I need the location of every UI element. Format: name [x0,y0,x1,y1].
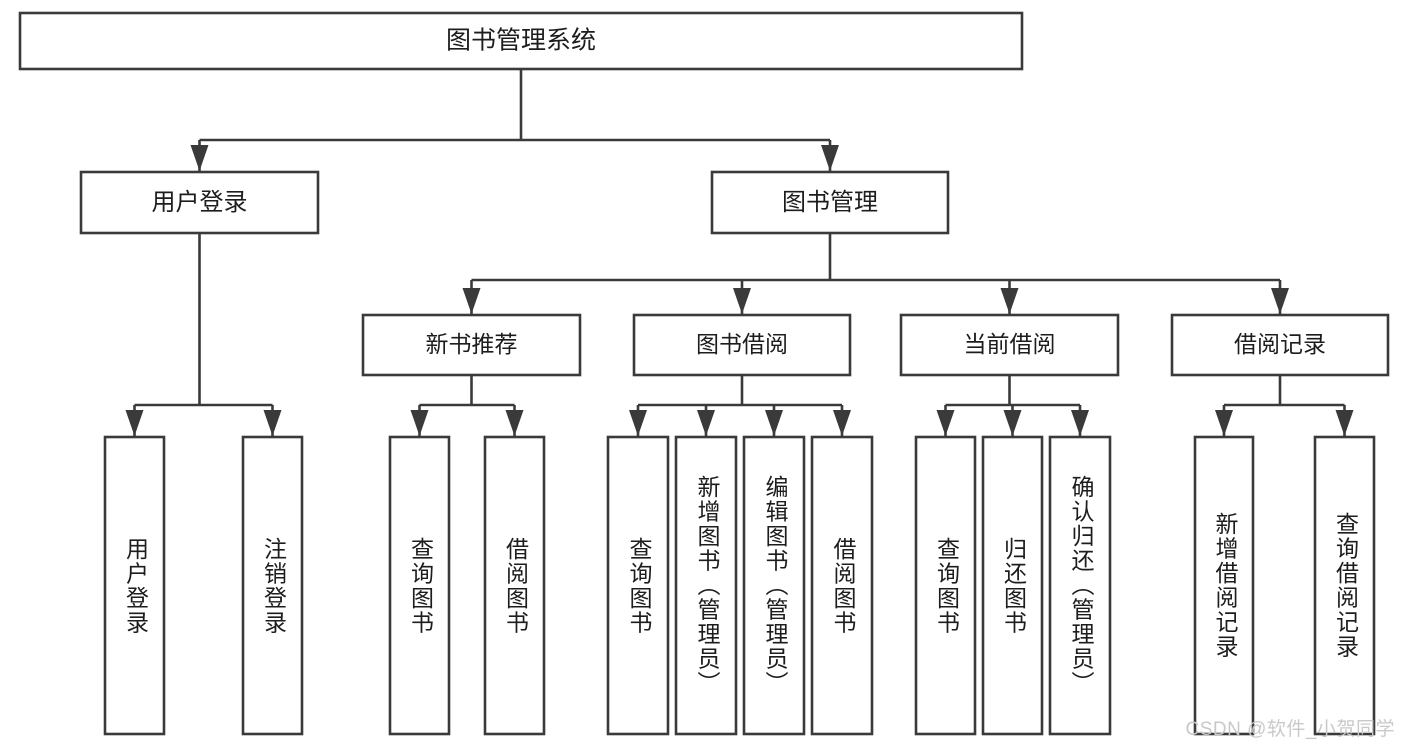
boxes-layer [18,11,1390,736]
level3-node-book-borrow[interactable] [632,313,852,377]
leaf-node-leaf-bb-add-book[interactable] [674,435,738,736]
leaf-node-leaf-bb-borrow-book[interactable] [810,435,874,736]
leaf-node-leaf-logout[interactable] [241,435,304,736]
level3-node-new-book-rec-label: 新书推荐 [426,331,518,357]
arrow-head-icon-borrow-record [1271,288,1289,314]
arrow-head-icon-leaf-cb-return-book [1003,410,1022,436]
leaf-node-leaf-rec-borrow-book[interactable] [483,435,546,736]
arrow-head-icon-new-book-rec [462,288,481,314]
arrow-head-icon-leaf-bb-query-book [629,410,647,436]
arrow-head-icon-leaf-bb-add-book [697,410,715,436]
level2-node-book-manage[interactable] [710,170,950,235]
level2-node-user-login[interactable] [79,170,320,235]
leaf-node-leaf-bb-edit-book[interactable] [742,435,806,736]
arrow-head-icon-current-borrow [1000,288,1019,314]
arrow-head-icon-leaf-logout [263,410,282,436]
leaf-node-leaf-bb-query-book[interactable] [606,435,670,736]
leaf-node-leaf-cb-confirm-return[interactable] [1048,435,1112,736]
level3-node-borrow-record[interactable] [1170,313,1390,377]
arrow-head-icon-leaf-cb-query-book [936,410,955,436]
arrow-head-icon-leaf-cb-confirm-return [1071,410,1089,436]
leaf-node-leaf-user-login[interactable] [103,435,166,736]
arrow-head-icon-book-manage [821,145,839,171]
arrow-head-icon-leaf-rec-query-book [410,410,429,436]
leaf-node-leaf-br-add-record[interactable] [1193,435,1255,736]
level3-node-current-borrow[interactable] [899,313,1120,377]
arrow-head-icon-book-borrow [733,288,751,314]
leaf-node-leaf-cb-return-book[interactable] [981,435,1044,736]
arrow-head-icon-user-login [190,145,209,171]
level3-node-book-borrow-label: 图书借阅 [696,331,788,357]
arrow-head-icon-leaf-bb-borrow-book [833,410,851,436]
leaf-node-leaf-rec-query-book[interactable] [388,435,451,736]
level3-node-current-borrow-label: 当前借阅 [964,331,1056,357]
leaf-node-leaf-br-query-record[interactable] [1313,435,1376,736]
arrow-head-icon-leaf-rec-borrow-book [505,410,524,436]
level3-node-new-book-rec[interactable] [361,313,582,377]
arrow-head-icon-leaf-user-login [125,410,144,436]
watermark-text: CSDN @软件_小贺同学 [1185,719,1395,740]
arrow-head-icon-leaf-br-query-record [1335,410,1354,436]
level2-node-user-login-label: 用户登录 [152,189,248,216]
arrow-head-icon-leaf-br-add-record [1215,410,1233,436]
arrow-head-icon-leaf-bb-edit-book [765,410,783,436]
level2-node-book-manage-label: 图书管理 [782,189,878,216]
root-node-system-label: 图书管理系统 [446,27,596,55]
connectors-layer [125,69,1354,436]
leaf-node-leaf-cb-query-book[interactable] [914,435,977,736]
level3-node-borrow-record-label: 借阅记录 [1234,331,1326,357]
root-node-system[interactable] [18,11,1024,71]
